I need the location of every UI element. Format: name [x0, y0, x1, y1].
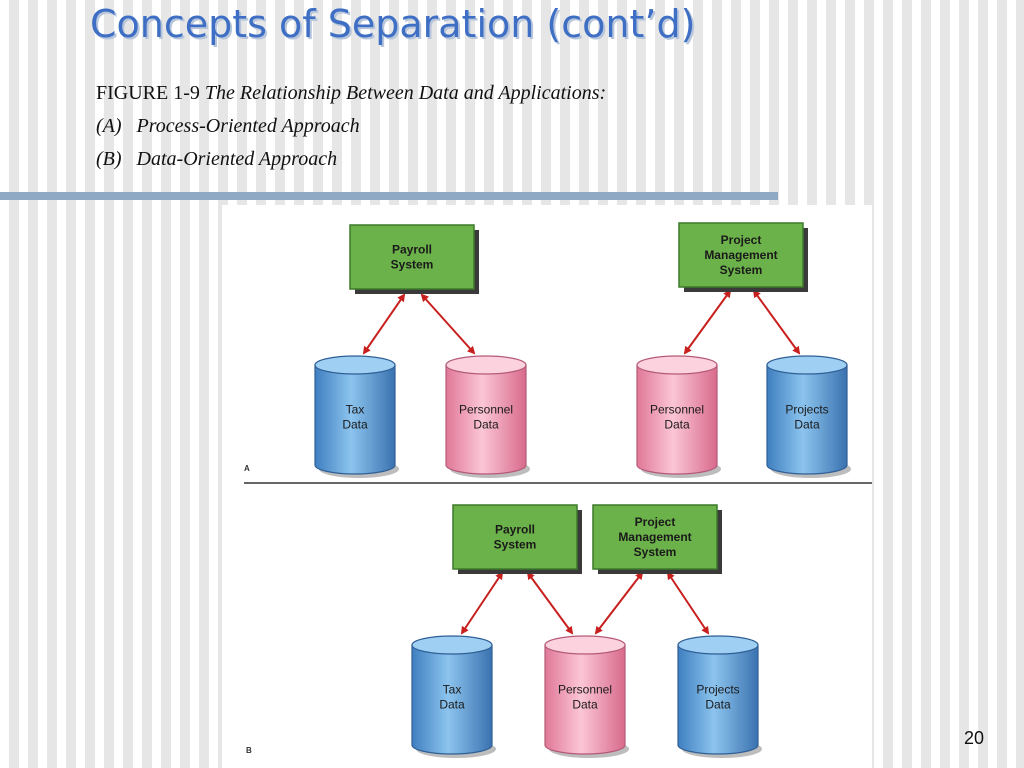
database-body: [766, 364, 848, 475]
system-box: [592, 504, 718, 570]
system-label: System: [494, 538, 537, 552]
relationship-arrow: [594, 571, 644, 635]
system-label: Project: [721, 233, 762, 247]
database-label: Personnel: [558, 683, 612, 697]
database-body: [411, 644, 493, 755]
figure-diagram: PayrollSystemProjectManagementSystemTaxD…: [244, 222, 872, 758]
database-label: Projects: [785, 403, 828, 417]
arrows-layer: [362, 289, 801, 635]
panel-a-letter: A: [244, 464, 250, 473]
database-top: [544, 635, 626, 655]
system-label: Payroll: [392, 243, 432, 257]
database-body: [636, 364, 718, 475]
database-top: [314, 355, 396, 375]
database-label: Data: [473, 418, 499, 432]
relationship-arrow: [752, 289, 801, 355]
database-top: [636, 355, 718, 375]
figure-number: FIGURE 1-9: [96, 82, 200, 104]
relationship-arrow: [420, 293, 476, 355]
database-body: [314, 364, 396, 475]
database-body: [677, 644, 759, 755]
database-label: Data: [705, 698, 731, 712]
relationship-arrow: [683, 289, 732, 355]
database-label: Data: [572, 698, 598, 712]
system-box: [452, 504, 578, 570]
database-body: [445, 364, 527, 475]
database-top: [411, 635, 493, 655]
database-label: Data: [794, 418, 820, 432]
database-label: Data: [342, 418, 368, 432]
figure-title: The Relationship Between Data and Applic…: [204, 82, 607, 104]
system-label: Project: [635, 515, 676, 529]
system-label: Management: [618, 530, 691, 544]
nodes-layer: PayrollSystemProjectManagementSystemTaxD…: [314, 222, 851, 758]
system-box: [349, 224, 475, 290]
database-top: [766, 355, 848, 375]
relationship-arrow: [526, 571, 574, 635]
database-top: [677, 635, 759, 655]
relationship-arrow: [460, 571, 504, 635]
relationship-arrow: [666, 571, 710, 635]
database-label: Data: [439, 698, 465, 712]
caption-line-b: (B) Data-Oriented Approach: [96, 148, 337, 171]
caption-line-a: (A) Process-Oriented Approach: [96, 115, 360, 138]
caption-line-b-text: (B) Data-Oriented Approach: [96, 148, 338, 170]
figure-caption: FIGURE 1-9 The Relationship Between Data…: [96, 82, 606, 105]
database-label: Tax: [443, 683, 462, 697]
page-number: 20: [964, 728, 985, 748]
system-label: Management: [704, 248, 777, 262]
database-top: [445, 355, 527, 375]
system-label: System: [720, 263, 763, 277]
slide-title: Concepts of Separation (cont’d): [90, 2, 696, 46]
system-box: [678, 222, 804, 288]
title-divider: [0, 192, 778, 200]
database-label: Personnel: [650, 403, 704, 417]
system-label: System: [391, 258, 434, 272]
database-label: Personnel: [459, 403, 513, 417]
panel-b-letter: B: [246, 746, 252, 755]
system-label: Payroll: [495, 523, 535, 537]
system-label: System: [634, 545, 677, 559]
relationship-arrow: [362, 293, 406, 355]
database-label: Data: [664, 418, 690, 432]
caption-line-a-text: (A) Process-Oriented Approach: [96, 115, 360, 137]
database-body: [544, 644, 626, 755]
database-label: Tax: [346, 403, 365, 417]
database-label: Projects: [696, 683, 739, 697]
